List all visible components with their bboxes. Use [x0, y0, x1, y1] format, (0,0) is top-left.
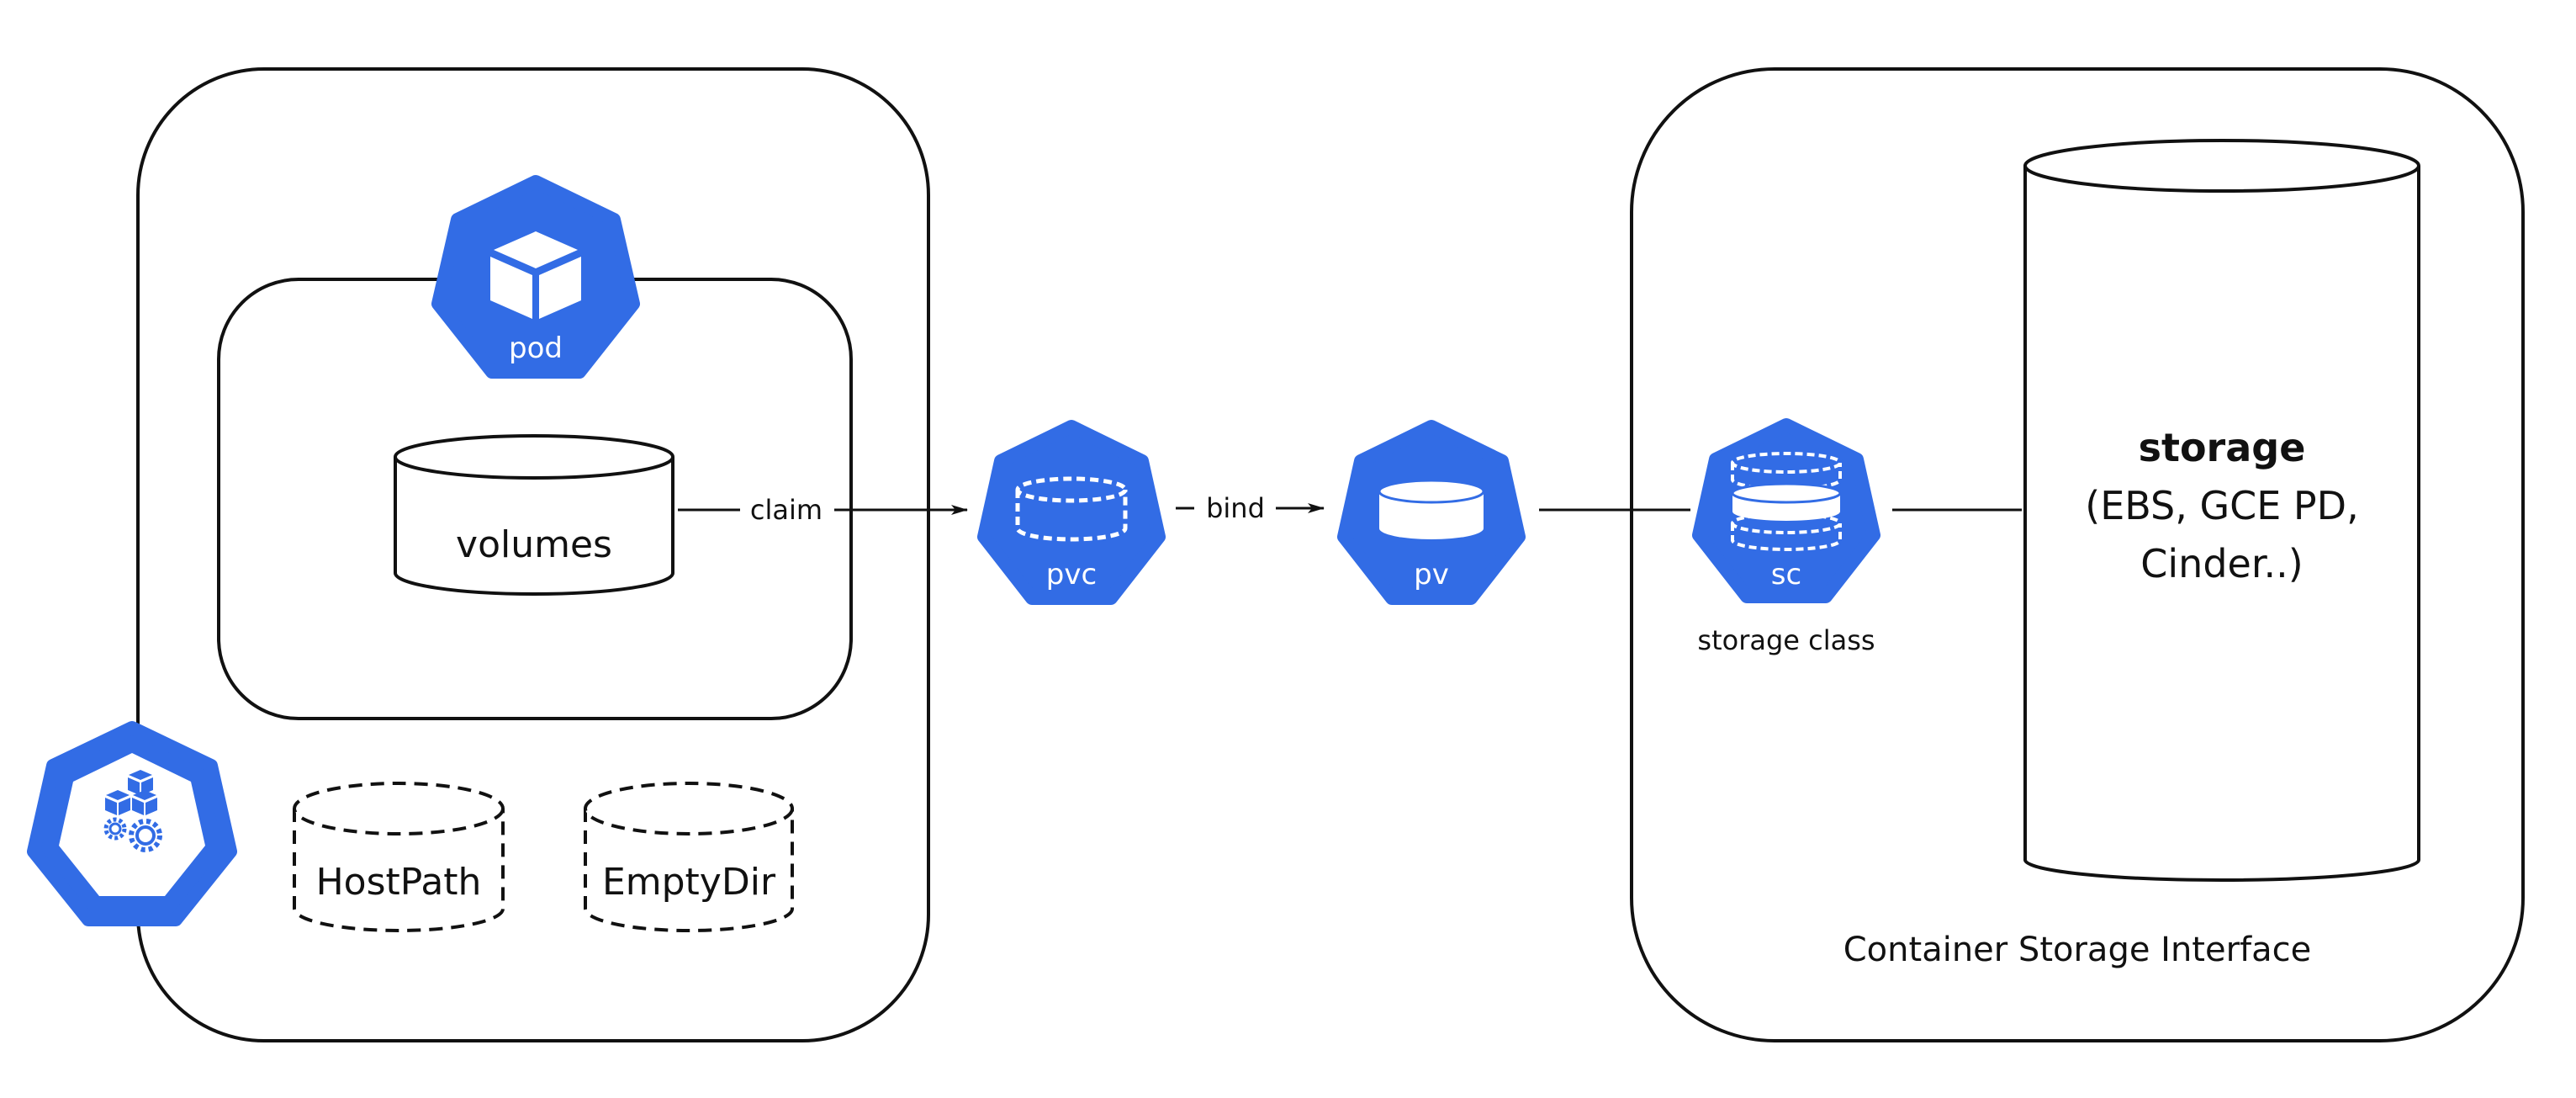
hostpath-label: HostPath	[316, 861, 482, 904]
volumes-cylinder: volumes	[394, 434, 674, 596]
pvc-label: pvc	[1046, 558, 1097, 591]
storage-line-1: (EBS, GCE PD,	[2085, 483, 2358, 528]
storage-title: storage	[2139, 425, 2306, 470]
storage-line-2: Cinder..)	[2140, 541, 2303, 586]
node-label: node	[97, 858, 168, 892]
csi-label: Container Storage Interface	[1843, 931, 2311, 969]
node-badge: node	[27, 721, 237, 926]
pod-badge: pod	[431, 175, 640, 379]
pvc-badge: pvc	[977, 420, 1166, 605]
dashed-volume-icon	[1015, 476, 1128, 542]
pv-badge: pv	[1337, 420, 1526, 605]
stacked-volumes-icon	[1731, 452, 1842, 551]
bind-label: bind	[1206, 492, 1265, 524]
emptydir-volume: EmptyDir	[584, 782, 794, 932]
storage-class-caption: storage class	[1697, 624, 1875, 656]
node-icon	[103, 770, 162, 852]
volumes-label: volumes	[456, 523, 612, 566]
volume-icon	[1378, 479, 1485, 539]
hostpath-volume: HostPath	[293, 782, 505, 932]
storage-cylinder: storage (EBS, GCE PD, Cinder..)	[2023, 139, 2420, 882]
pv-label: pv	[1414, 558, 1449, 591]
pod-label: pod	[509, 332, 563, 365]
sc-badge: sc	[1692, 418, 1880, 603]
emptydir-label: EmptyDir	[602, 861, 776, 904]
claim-label: claim	[750, 494, 823, 526]
sc-label: sc	[1771, 558, 1801, 591]
cube-icon	[490, 231, 581, 319]
